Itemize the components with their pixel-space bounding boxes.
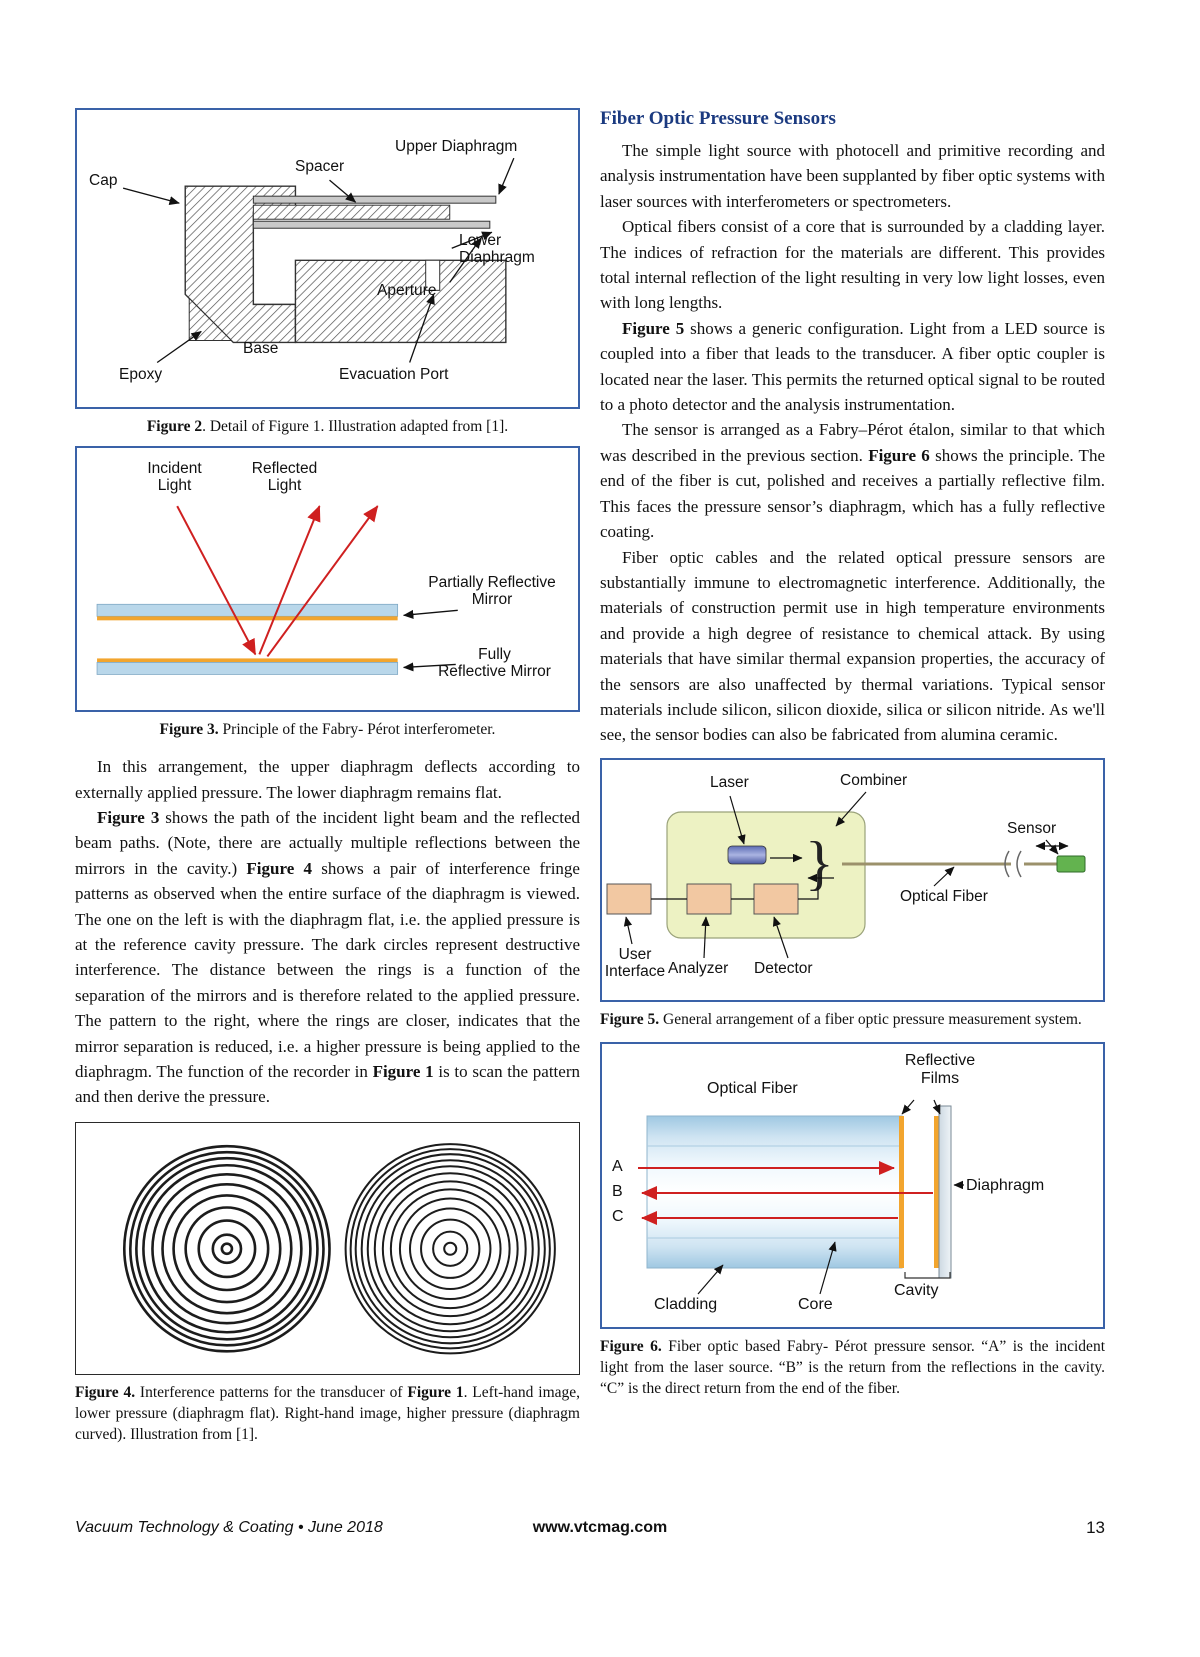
figure6-label-core: Core [798, 1295, 833, 1313]
fringe-pattern-high-pressure [344, 1142, 556, 1355]
figure2-label-base: Base [243, 340, 279, 357]
figure5-label-optical-fiber: Optical Fiber [900, 887, 988, 905]
user-interface-box [606, 883, 652, 915]
upper-diaphragm-layer [252, 195, 497, 204]
figure4-caption: Figure 4. Interference patterns for the … [75, 1384, 581, 1444]
figure-4 [75, 1121, 580, 1376]
figure6-caption: Figure 6. Fiber optic based Fabry- Pérot… [600, 1337, 1105, 1397]
figure-6: Optical Fiber Reflective Films A B C Dia… [600, 1041, 1105, 1329]
footer-date: June 2018 [308, 1519, 383, 1536]
spacer-layer [252, 204, 451, 220]
figure2-caption: Figure 2. Detail of Figure 1. Illustrati… [146, 417, 509, 435]
footer-journal-line: Vacuum Technology & Coating • June 2018 [75, 1519, 383, 1537]
figure-3: Incident Light Reflected Light Partially… [75, 445, 580, 713]
footer-website[interactable]: www.vtcmag.com [532, 1519, 668, 1536]
figure2-label-aperture: Aperture [377, 282, 437, 299]
figure5-label-laser: Laser [710, 773, 749, 791]
body-paragraph: Optical fibers consist of a core that is… [600, 217, 1105, 313]
figure3-label-fully-reflective-mirror: Fully Reflective Mirror [438, 645, 551, 680]
epoxy-fillet [188, 297, 233, 341]
figure2-cross-section-diagram [122, 157, 515, 364]
figure2-pointer-arrows [122, 157, 515, 364]
figure5-system-diagram: } [606, 791, 1086, 958]
fiber-break-mark [1004, 850, 1010, 878]
sensor-connector [1056, 855, 1086, 873]
light-ray-arrows [176, 504, 379, 657]
footer-journal-name: Vacuum Technology & Coating [75, 1519, 294, 1536]
figure-5: } [600, 757, 1105, 1002]
figure5-label-detector: Detector [754, 959, 813, 977]
instrument-enclosure [666, 811, 866, 939]
figure6-label-cladding: Cladding [654, 1295, 718, 1313]
partial-mirror-coating [97, 615, 398, 620]
figure5-pointer-arrows [623, 791, 1059, 958]
figure2-label-cap: Cap [89, 172, 118, 189]
figure3-interferometer-diagram [96, 504, 458, 675]
body-paragraph: Figure 5 shows a generic configuration. … [600, 318, 1105, 415]
figure3-caption: Figure 3. Principle of the Fabry- Pérot … [159, 721, 496, 739]
figure6-label-cavity: Cavity [894, 1281, 939, 1299]
figure5-label-sensor: Sensor [1007, 819, 1057, 837]
body-paragraph: The simple light source with photocell a… [600, 141, 1105, 211]
figure3-pointer-arrows [402, 609, 458, 671]
fringe-pattern-low-pressure [122, 1144, 331, 1353]
figure6-label-ray-b: B [612, 1182, 623, 1200]
figure6-pointer-arrows [697, 1099, 964, 1295]
body-paragraph: The sensor is arranged as a Fabry–Pérot … [600, 420, 1105, 542]
figure5-label-combiner: Combiner [840, 771, 908, 789]
figure6-label-optical-fiber: Optical Fiber [707, 1079, 798, 1097]
section-heading: Fiber Optic Pressure Sensors [600, 108, 836, 129]
evacuation-port-channel [425, 259, 441, 291]
body-paragraph: In this arrangement, the upper diaphragm… [75, 757, 580, 802]
figure2-label-lower-diaphragm: Lower Diaphragm [459, 232, 535, 267]
analyzer-box [686, 883, 732, 915]
figure2-label-epoxy: Epoxy [119, 366, 163, 383]
figure5-label-analyzer: Analyzer [668, 959, 729, 977]
figure2-label-evacuation-port: Evacuation Port [339, 366, 449, 383]
figure3-label-reflected-light: Reflected Light [251, 459, 318, 494]
figure3-label-partially-reflective-mirror: Partially Reflective Mirror [428, 573, 556, 608]
footer-page-number: 13 [1086, 1518, 1105, 1537]
figure6-fiber-sensor-diagram [638, 1099, 964, 1295]
cavity-bracket [904, 1271, 951, 1279]
figure4-interference-patterns [122, 1142, 556, 1355]
diaphragm-plate [938, 1105, 952, 1279]
lower-diaphragm-layer [252, 220, 491, 229]
body-paragraph: Fiber optic cables and the related optic… [600, 547, 1105, 745]
base-body [294, 259, 507, 344]
partial-mirror-glass [96, 603, 399, 617]
detector-box [753, 883, 799, 915]
light-ray-arrows [638, 1160, 933, 1225]
left-column: Cap Spacer Upper Diaphragm Lower Diaphra… [75, 108, 580, 1445]
reflective-film-diaphragm [934, 1115, 939, 1268]
figure2-label-spacer: Spacer [295, 158, 345, 175]
fiber-break-mark [1016, 850, 1022, 878]
left-body-text: In this arrangement, the upper diaphragm… [75, 754, 580, 1110]
figure2-label-upper-diaphragm: Upper Diaphragm [395, 138, 518, 155]
body-paragraph: Figure 3 shows the path of the incident … [75, 807, 580, 1107]
figure3-label-incident-light: Incident Light [147, 459, 202, 494]
combiner-brace: } [805, 830, 834, 896]
figure5-flow-arrows [770, 853, 834, 882]
full-mirror-coating [97, 657, 398, 662]
figure6-label-ray-a: A [612, 1157, 623, 1175]
right-body-text: The simple light source with photocell a… [600, 138, 1105, 748]
figure6-label-ray-c: C [612, 1207, 624, 1225]
figure6-label-reflective-films: Reflective Films [904, 1051, 976, 1087]
full-mirror-glass [96, 661, 399, 675]
laser-body [727, 845, 767, 865]
figure5-label-user-interface: User Interface [604, 945, 666, 981]
figure6-label-diaphragm: Diaphragm [966, 1176, 1045, 1194]
page-footer: Vacuum Technology & Coating • June 2018 … [0, 1518, 1200, 1543]
figure-2: Cap Spacer Upper Diaphragm Lower Diaphra… [75, 108, 580, 409]
figure5-caption: Figure 5. General arrangement of a fiber… [600, 1010, 1082, 1028]
right-column: Fiber Optic Pressure Sensors The simple … [600, 108, 1105, 1399]
footer-bullet: • [297, 1519, 304, 1536]
signal-connection-lines [651, 885, 819, 900]
